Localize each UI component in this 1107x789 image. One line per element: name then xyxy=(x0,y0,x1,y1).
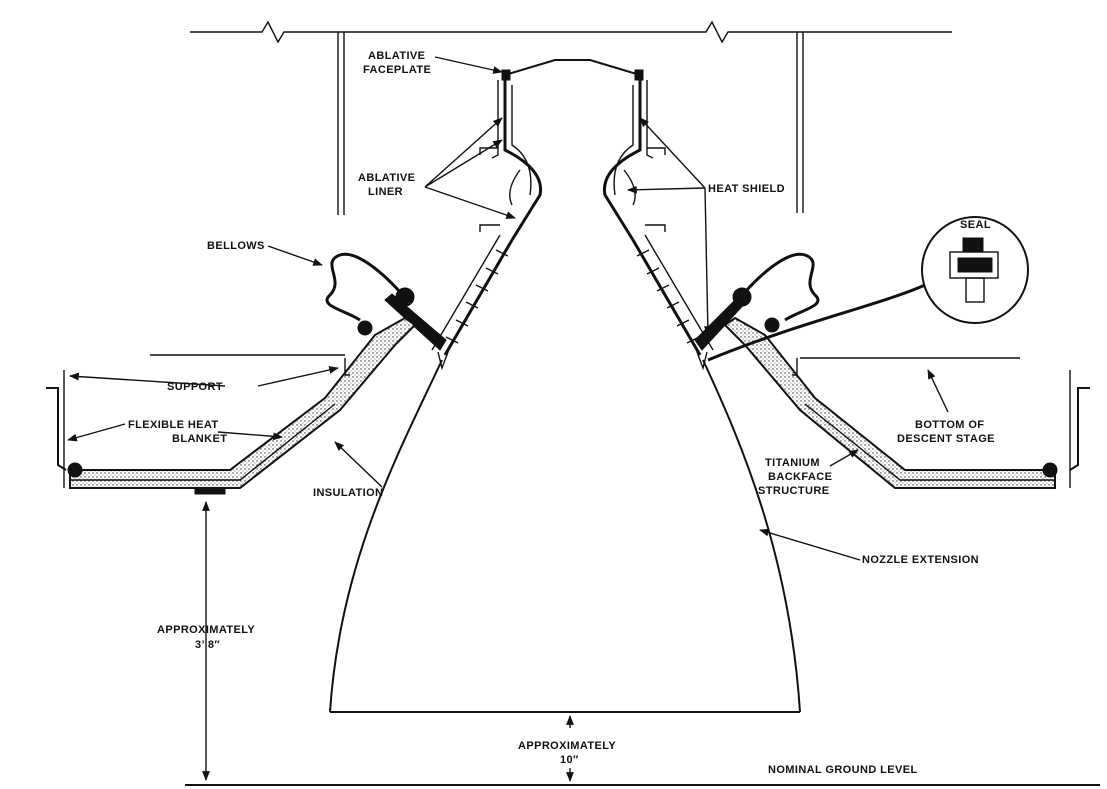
svg-text:STRUCTURE: STRUCTURE xyxy=(758,485,829,497)
descent-stage-walls xyxy=(337,32,804,215)
label-nominal-ground-level: NOMINAL GROUND LEVEL xyxy=(768,764,918,776)
label-heat-shield: HEAT SHIELD xyxy=(708,183,785,195)
label-approx-height: APPROXIMATELY 3’ 8″ xyxy=(157,624,255,651)
label-flexible-heat-blanket: FLEXIBLE HEAT BLANKET xyxy=(128,419,227,445)
label-ablative-faceplate: ABLATIVE FACEPLATE xyxy=(363,50,431,76)
top-break-line xyxy=(190,20,952,44)
label-approx-clearance: APPROXIMATELY 10″ xyxy=(518,740,616,766)
left-heat-shield xyxy=(67,287,447,495)
svg-text:DESCENT STAGE: DESCENT STAGE xyxy=(897,433,995,445)
label-nozzle-extension: NOZZLE EXTENSION xyxy=(862,554,979,566)
svg-text:3’ 8″: 3’ 8″ xyxy=(195,639,220,651)
svg-text:BLANKET: BLANKET xyxy=(172,433,227,445)
svg-text:LINER: LINER xyxy=(368,186,403,198)
nozzle-extension-bell xyxy=(329,359,801,713)
svg-text:TITANIUM: TITANIUM xyxy=(765,457,820,469)
leader-lines xyxy=(67,56,949,561)
combustion-chamber xyxy=(479,59,666,241)
svg-text:BACKFACE: BACKFACE xyxy=(768,471,832,483)
seal-detail xyxy=(707,216,1029,362)
svg-text:FLEXIBLE HEAT: FLEXIBLE HEAT xyxy=(128,419,219,431)
label-seal: SEAL xyxy=(960,219,991,231)
label-bellows: BELLOWS xyxy=(207,240,265,252)
svg-text:BOTTOM OF: BOTTOM OF xyxy=(915,419,984,431)
label-titanium-backface-structure: TITANIUM BACKFACE STRUCTURE xyxy=(758,457,832,497)
label-support: SUPPORT xyxy=(167,381,223,393)
svg-text:ABLATIVE: ABLATIVE xyxy=(368,50,425,62)
svg-text:APPROXIMATELY: APPROXIMATELY xyxy=(518,740,616,752)
nozzle-throat-section xyxy=(431,234,714,371)
bellows xyxy=(325,252,820,322)
svg-text:APPROXIMATELY: APPROXIMATELY xyxy=(157,624,255,636)
right-heat-shield xyxy=(694,287,1058,489)
support-brackets xyxy=(46,358,1090,488)
svg-text:ABLATIVE: ABLATIVE xyxy=(358,172,415,184)
svg-text:10″: 10″ xyxy=(560,754,579,766)
svg-text:FACEPLATE: FACEPLATE xyxy=(363,64,431,76)
label-ablative-liner: ABLATIVE LINER xyxy=(358,172,415,198)
label-insulation: INSULATION xyxy=(313,487,383,499)
label-bottom-of-descent-stage: BOTTOM OF DESCENT STAGE xyxy=(897,419,995,445)
